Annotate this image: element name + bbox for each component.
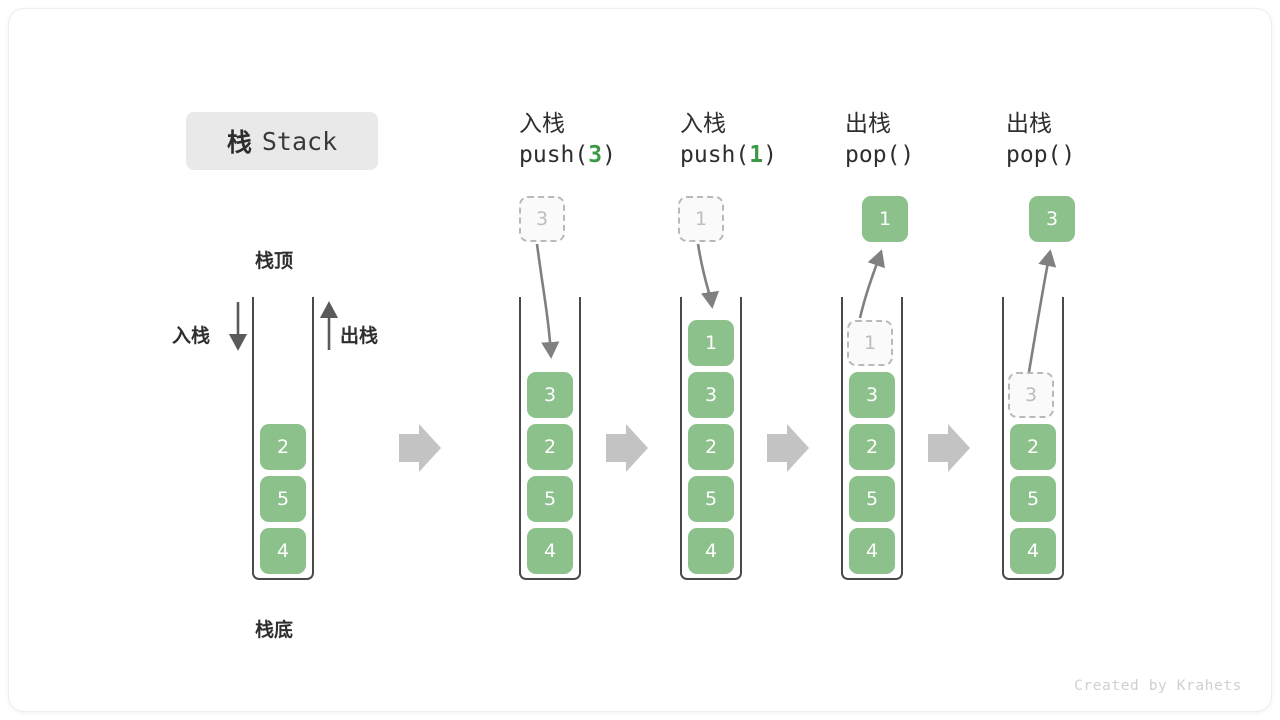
column-header-cn: 入栈 [680, 110, 726, 136]
popped-cell-1: 1 [862, 196, 908, 242]
stack-cell: 3 [688, 372, 734, 418]
column-header-pop-3: 出栈 pop() [1006, 108, 1206, 172]
stack-cell: 5 [527, 476, 573, 522]
stack-bottom-label: 栈底 [255, 620, 294, 641]
column-header-code: pop() [845, 138, 1045, 172]
code-suffix: ) [1061, 142, 1076, 168]
stack-cell: 5 [688, 476, 734, 522]
title-label-en: Stack [261, 126, 338, 156]
column-header-cn: 出栈 [1006, 110, 1052, 136]
column-header-cn: 入栈 [519, 110, 565, 136]
pop-direction-label: 出栈 [340, 326, 379, 347]
stack-cell: 4 [527, 528, 573, 574]
stack-cell: 4 [849, 528, 895, 574]
diagram-title-chip: 栈 Stack [186, 112, 378, 170]
code-suffix: ) [602, 142, 616, 168]
stack-cell: 2 [849, 424, 895, 470]
stack-container-initial [252, 297, 314, 580]
column-header-cn: 出栈 [845, 110, 891, 136]
code-suffix: ) [763, 142, 777, 168]
code-prefix: pop( [1006, 142, 1062, 168]
code-prefix: push( [680, 142, 750, 168]
column-header-push-3: 入栈 push(3) [519, 108, 719, 172]
title-label-cn: 栈 [226, 129, 252, 157]
stack-cell: 5 [260, 476, 306, 522]
column-header-pop-1: 出栈 pop() [845, 108, 1045, 172]
popped-cell-3: 3 [1029, 196, 1075, 242]
watermark-credit: Created by Krahets [1074, 678, 1242, 694]
column-header-code: push(1) [680, 138, 880, 172]
stack-cell: 4 [688, 528, 734, 574]
stack-container-pop-3 [1002, 297, 1064, 580]
stack-container-push-3 [519, 297, 581, 580]
column-header-code: push(3) [519, 138, 719, 172]
stack-cell: 1 [688, 320, 734, 366]
stack-cell: 3 [849, 372, 895, 418]
code-prefix: pop( [845, 142, 901, 168]
stack-cell-ghost: 3 [1008, 372, 1054, 418]
stack-cell: 2 [260, 424, 306, 470]
stack-cell: 2 [527, 424, 573, 470]
push-direction-label: 入栈 [172, 326, 211, 347]
column-header-code: pop() [1006, 138, 1206, 172]
stack-cell: 3 [527, 372, 573, 418]
code-arg: 3 [588, 142, 603, 168]
stack-container-push-1 [680, 297, 742, 580]
floating-cell-push-1: 1 [678, 196, 724, 242]
stack-cell: 5 [849, 476, 895, 522]
floating-cell-push-3: 3 [519, 196, 565, 242]
stack-cell-ghost: 1 [847, 320, 893, 366]
stack-cell: 2 [688, 424, 734, 470]
column-header-push-1: 入栈 push(1) [680, 108, 880, 172]
code-arg: 1 [749, 142, 764, 168]
stack-container-pop-1 [841, 297, 903, 580]
stack-cell: 4 [1010, 528, 1056, 574]
code-suffix: ) [900, 142, 915, 168]
stack-cell: 5 [1010, 476, 1056, 522]
stack-cell: 4 [260, 528, 306, 574]
stack-cell: 2 [1010, 424, 1056, 470]
code-prefix: push( [519, 142, 589, 168]
stack-top-label: 栈顶 [255, 251, 294, 272]
